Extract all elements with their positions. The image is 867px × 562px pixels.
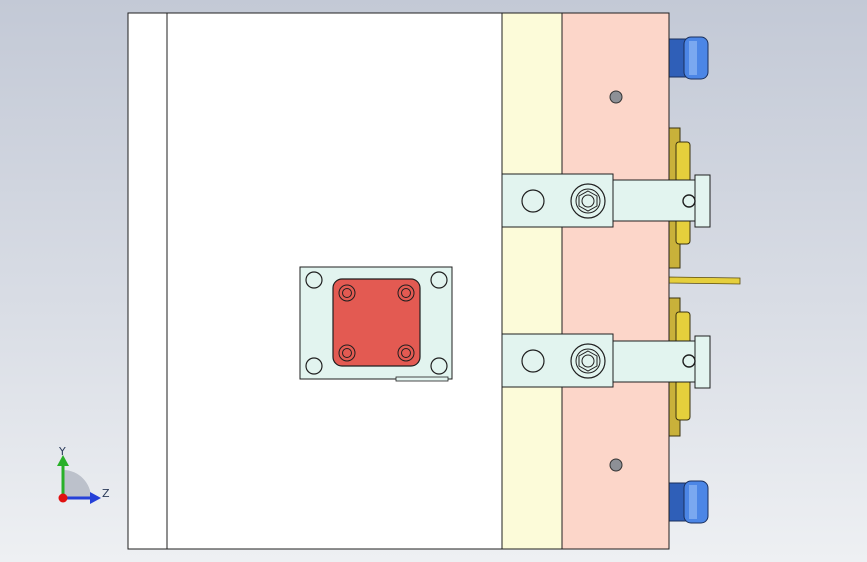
gate-insert bbox=[332, 278, 421, 367]
clamp-strap-upper bbox=[501, 173, 711, 228]
mold-plate-left-strip bbox=[127, 12, 168, 550]
triad-quadrant bbox=[63, 470, 91, 498]
view-orientation-triad[interactable]: Y Z bbox=[57, 445, 110, 504]
z-axis-arrowhead bbox=[90, 492, 101, 504]
water-fitting-bottom bbox=[667, 480, 709, 524]
guide-hole-top bbox=[609, 90, 623, 104]
y-axis-arrowhead bbox=[57, 455, 69, 466]
water-fitting-top bbox=[667, 36, 709, 80]
y-axis-label: Y bbox=[58, 445, 66, 458]
spacer-plate bbox=[501, 12, 563, 550]
sprue-pin bbox=[667, 276, 741, 285]
x-axis-dot bbox=[58, 493, 68, 503]
clamp-strap-lower bbox=[501, 333, 711, 389]
z-axis-label: Z bbox=[102, 487, 110, 500]
guide-hole-bottom bbox=[609, 458, 623, 472]
